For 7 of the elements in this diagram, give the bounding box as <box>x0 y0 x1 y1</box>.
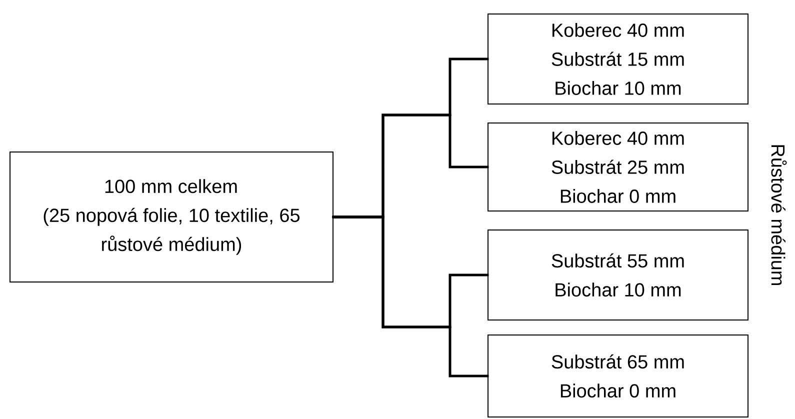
text-box: 100 mm celkem (25 nopová folie, 10 textilie, 65 růstové médium) <box>10 152 334 282</box>
text-box: Koberec 40 mm Substrát 25 mm Biochar 0 mm <box>488 122 748 212</box>
text-box: Koberec 40 mm Substrát 15 mm Biochar 10 mm <box>488 14 748 104</box>
text-box: Substrát 65 mm Biochar 0 mm <box>488 334 748 418</box>
connector <box>332 216 489 378</box>
text-box: Substrát 55 mm Biochar 10 mm <box>488 230 748 320</box>
side-label: Růstové médium <box>771 145 787 285</box>
